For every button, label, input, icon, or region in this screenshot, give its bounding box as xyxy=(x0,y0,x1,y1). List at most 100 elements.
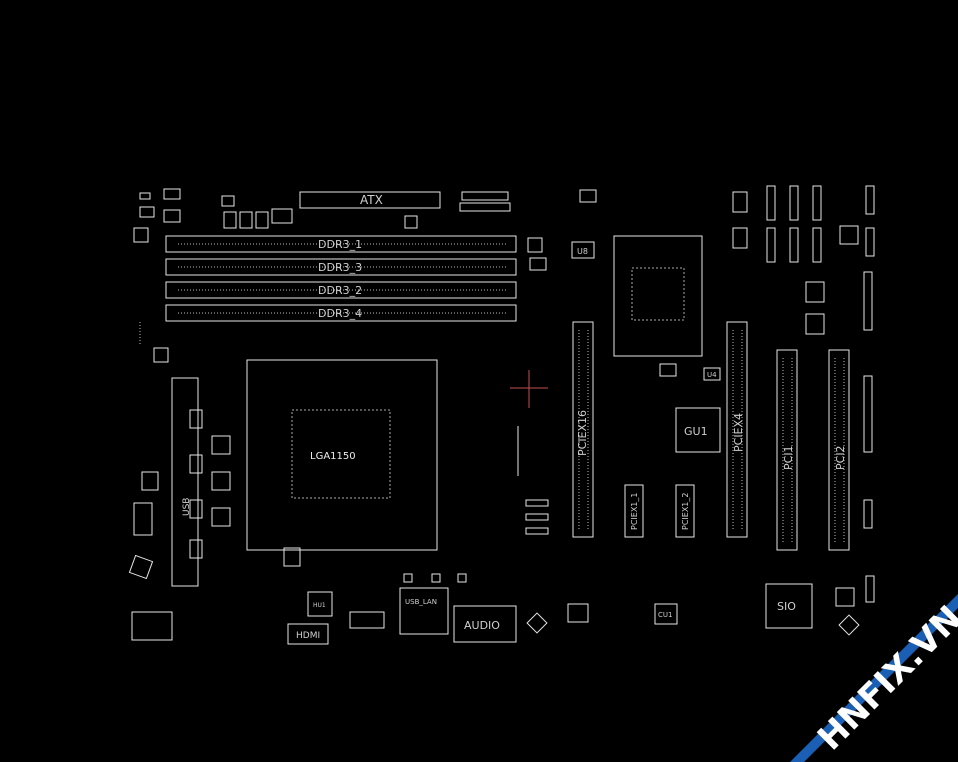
component xyxy=(133,502,153,536)
ddr-slot-1 xyxy=(165,235,517,253)
ddr-slot-4 xyxy=(165,304,517,322)
ddr3-1-label: DDR3_1 xyxy=(318,238,362,251)
header xyxy=(766,185,776,221)
ddr-slot-3 xyxy=(165,258,517,276)
rear-io-column xyxy=(171,377,199,587)
component xyxy=(659,363,677,377)
hdmi-connector xyxy=(287,623,329,645)
header xyxy=(812,185,822,221)
chip-hu1 xyxy=(307,591,333,617)
component xyxy=(189,499,203,519)
component-ch3 xyxy=(163,188,181,200)
component xyxy=(189,454,203,474)
usb-lan-connector xyxy=(399,587,449,635)
component-c41 xyxy=(139,206,155,218)
connector xyxy=(461,191,509,201)
component xyxy=(283,547,301,567)
component xyxy=(349,611,385,629)
pci2-slot xyxy=(828,349,850,551)
component xyxy=(153,347,169,363)
component xyxy=(211,507,231,527)
component xyxy=(189,539,203,559)
pcie-x1-2-slot xyxy=(675,484,695,538)
header xyxy=(863,271,873,331)
component xyxy=(128,554,154,580)
pcie-x16-slot xyxy=(572,321,594,538)
component xyxy=(255,211,269,229)
cu1-label: CU1 xyxy=(658,611,672,619)
sio-label: SIO xyxy=(777,600,796,613)
connector xyxy=(131,611,173,641)
component xyxy=(223,211,237,229)
hu1-label: HU1 xyxy=(313,602,326,609)
component xyxy=(805,281,825,303)
cpu-socket-label: LGA1150 xyxy=(310,451,356,462)
chip-u8 xyxy=(571,241,595,259)
component xyxy=(239,211,253,229)
header xyxy=(865,575,875,603)
component xyxy=(211,471,231,491)
component-xl2 xyxy=(163,209,181,223)
ddr3-4-label: DDR3_4 xyxy=(318,307,362,320)
component xyxy=(189,409,203,429)
component xyxy=(404,215,418,229)
header xyxy=(789,185,799,221)
header xyxy=(865,185,875,215)
rear-io-label: USB xyxy=(182,498,192,516)
component xyxy=(732,191,748,213)
pcie-x1-2-label: PCIEX1_2 xyxy=(681,493,690,530)
audio-connector xyxy=(453,605,517,643)
usb-lan-label: USB_LAN xyxy=(405,598,437,606)
component xyxy=(838,614,860,636)
chip-u4 xyxy=(703,367,721,381)
pci1-slot xyxy=(776,349,798,551)
pcie-x4-slot xyxy=(726,321,748,538)
header xyxy=(863,375,873,453)
pci2-label: PCI2 xyxy=(834,445,847,470)
component xyxy=(525,527,549,535)
cpu-socket-outline xyxy=(246,359,438,551)
component xyxy=(141,471,159,491)
component xyxy=(567,603,589,623)
component xyxy=(403,573,413,583)
pch-chip xyxy=(631,267,685,321)
component xyxy=(133,227,149,243)
component xyxy=(732,227,748,249)
watermark-text: HNFIX.VN xyxy=(810,598,958,758)
pcie-x16-label: PCIEX16 xyxy=(576,410,589,456)
cpu-socket-pins xyxy=(291,409,391,499)
u8-label: U8 xyxy=(577,247,588,256)
header xyxy=(812,227,822,263)
component xyxy=(211,435,231,455)
audio-label: AUDIO xyxy=(464,619,500,632)
component xyxy=(525,513,549,521)
component xyxy=(529,257,547,271)
header xyxy=(789,227,799,263)
component xyxy=(839,225,859,245)
pch-outline xyxy=(613,235,703,357)
component xyxy=(431,573,441,583)
chip-sio xyxy=(765,583,813,629)
component xyxy=(835,587,855,607)
component xyxy=(525,499,549,507)
component xyxy=(457,573,467,583)
component xyxy=(139,192,151,200)
ddr-slot-2 xyxy=(165,281,517,299)
watermark-band-icon xyxy=(790,594,958,762)
header xyxy=(766,227,776,263)
atx-connector xyxy=(299,191,441,209)
header xyxy=(865,227,875,257)
ddr3-2-label: DDR3_2 xyxy=(318,284,362,297)
component-c4 xyxy=(579,189,597,203)
hdmi-label: HDMI xyxy=(296,631,320,641)
pcie-x1-1-slot xyxy=(624,484,644,538)
pcie-x4-label: PCIEX4 xyxy=(732,413,745,452)
pci1-label: PCI1 xyxy=(782,445,795,470)
component-xl1 xyxy=(271,208,293,224)
pcie-x1-1-label: PCIEX1_1 xyxy=(630,493,639,530)
ddr3-3-label: DDR3_3 xyxy=(318,261,362,274)
chip-gu1 xyxy=(675,407,721,453)
header xyxy=(863,499,873,529)
chip-cu1 xyxy=(654,603,678,625)
